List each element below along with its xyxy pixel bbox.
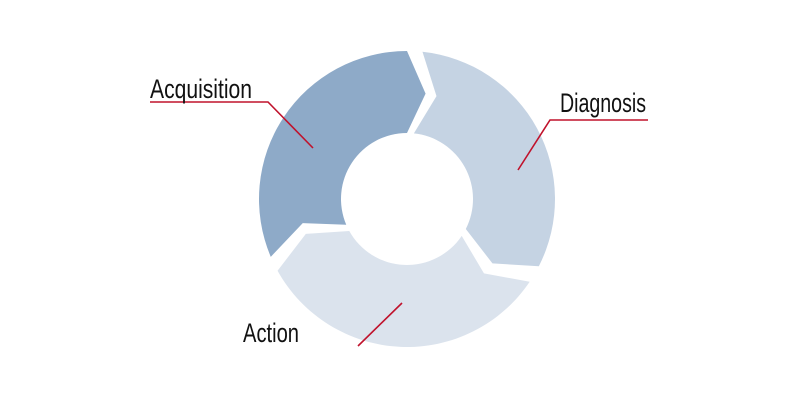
segment-action bbox=[277, 230, 530, 347]
leader-line-diagnosis bbox=[517, 119, 648, 171]
label-acquisition: Acquisition bbox=[150, 74, 252, 104]
segment-acquisition bbox=[259, 51, 426, 257]
label-action: Action bbox=[243, 318, 299, 348]
leader-line-acquisition bbox=[150, 101, 314, 149]
leader-line-action bbox=[357, 302, 403, 347]
label-diagnosis: Diagnosis bbox=[560, 88, 646, 118]
segment-diagnosis bbox=[413, 51, 555, 267]
